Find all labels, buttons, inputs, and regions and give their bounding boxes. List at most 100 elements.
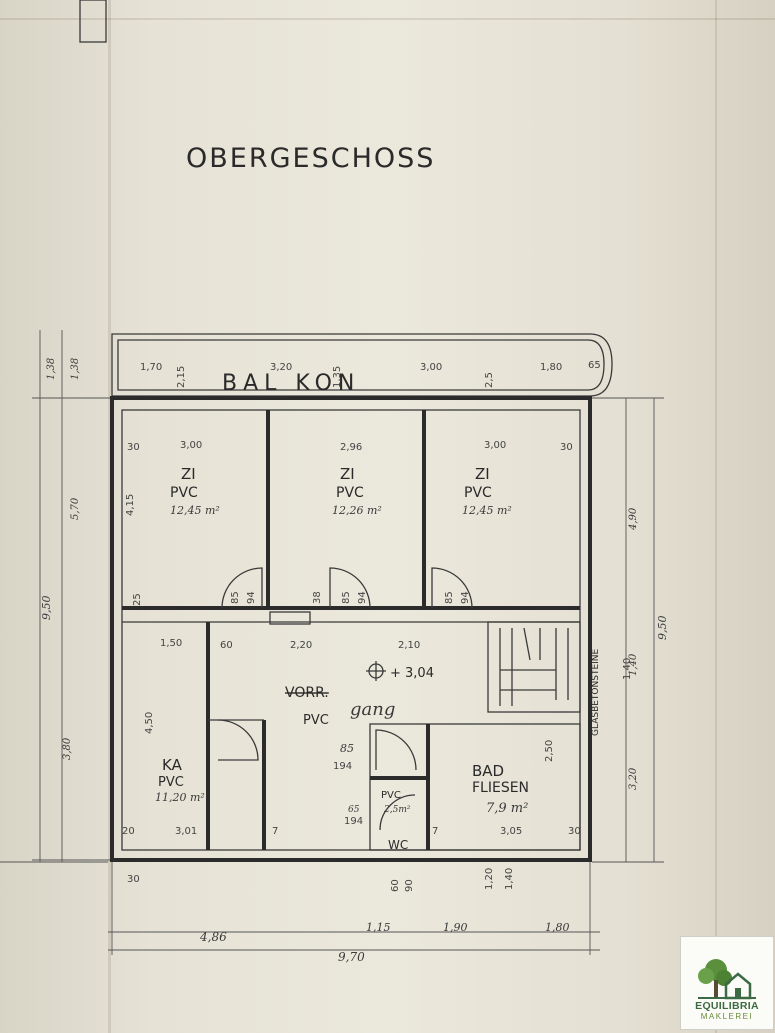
dim-balcony-1: 1,70 [140,362,162,373]
zi2-width: 2,96 [340,442,362,453]
dim-mid-7: 1,40 [504,868,515,890]
dim-left-4: 3,80 [62,737,73,760]
svg-text:85: 85 [341,591,352,604]
zi1-width: 3,00 [180,440,202,451]
stair-steps [499,627,569,706]
door-bad [375,729,417,771]
logo-sub: MAKLEREI [700,1012,754,1021]
dim-left-1: 1,38 [46,358,57,380]
dim-bottom-2: 1,15 [366,921,391,934]
hall-floor: PVC [303,713,329,728]
svg-text:2,15: 2,15 [176,366,187,388]
svg-text:85: 85 [444,591,455,604]
svg-text:30: 30 [568,826,581,837]
svg-text:7: 7 [272,826,278,837]
hall-door-h: 194 [333,761,352,772]
svg-text:38: 38 [312,591,323,604]
equilibria-logo: EQUILIBRIA MAKLEREI [680,936,774,1030]
zi3-area: 12,45 m² [462,504,512,517]
stair-label: GLASBETONSTEINE [591,648,601,736]
door-wc [379,794,416,831]
dim-mid-2: 2,20 [290,640,312,651]
dim-right-2: 1,40 [628,653,639,676]
dim-bottom-1: 4,86 [199,930,227,944]
zi1-floor: PVC [170,485,198,501]
bad-width: 3,05 [500,826,522,837]
logo-name: EQUILIBRIA [695,1000,759,1012]
dim-bottom-4: 1,80 [545,921,570,934]
staircase [487,621,581,713]
bad-area: 7,9 m² [486,801,528,816]
svg-text:1,35: 1,35 [332,366,343,388]
dim-mid-3: 2,10 [398,640,420,651]
dim-right-total-label: 9,50 [656,616,669,641]
svg-text:30: 30 [127,874,140,885]
dim-mid-1: 1,50 [160,638,182,649]
bad-name: BAD [472,762,504,780]
dim-balcony-3: 3,00 [420,362,442,373]
balcony-label: BAL KON [222,371,360,396]
hall-name-struck: VORR. [285,685,329,701]
wc-name: WC [388,838,408,852]
chimney [269,611,311,625]
zi1-height: 4,15 [125,494,136,516]
svg-text:30: 30 [127,442,140,453]
door-zi1 [221,567,263,609]
zi2-area: 12,26 m² [332,504,382,517]
wc-door: 65 [348,805,360,815]
balcony-outline [111,333,613,397]
dim-left-2: 1,38 [70,358,81,380]
door-ka [217,719,259,761]
hall-name-hand: gang [350,699,395,720]
hall-elevation: + 3,04 [390,666,434,681]
dim-balcony-4: 1,80 [540,362,562,373]
dim-bottom-3: 1,90 [443,921,468,934]
plan-title: OBERGESCHOSS [186,143,435,174]
dim-mid-6: 1,20 [484,868,495,890]
dim-bottom-total-label: 9,70 [338,950,365,964]
tree-house-icon [698,959,756,1000]
ka-area: 11,20 m² [155,791,205,804]
door-zi2 [329,567,371,609]
hall-door: 85 [340,742,354,755]
ka-name: KA [162,756,183,774]
dim-right-3: 3,20 [628,767,639,790]
ka-width: 3,01 [175,826,197,837]
svg-text:20: 20 [122,826,135,837]
svg-text:30: 30 [560,442,573,453]
svg-text:2,5: 2,5 [484,372,495,388]
wc-area: 2,5m² [383,805,411,815]
zi1-area: 12,45 m² [170,504,220,517]
wc-door-h: 194 [344,816,363,827]
zi3-floor: PVC [464,485,492,501]
dim-left-total-label: 9,50 [40,596,53,621]
wc-floor: PVC [381,790,401,801]
corner-mark [79,0,107,43]
balcony-inner [117,339,605,391]
svg-text:94: 94 [357,591,368,604]
svg-text:85: 85 [230,591,241,604]
dim-mid-4: 60 [220,640,233,651]
dim-balcony-5: 65 [588,360,601,371]
dim-balcony-2: 3,20 [270,362,292,373]
zi1-name: ZI [181,465,196,483]
bad-outline [369,723,581,851]
door-zi3 [431,567,473,609]
zi2-floor: PVC [336,485,364,501]
svg-text:94: 94 [460,591,471,604]
zi2-name: ZI [340,465,355,483]
zi3-width: 3,00 [484,440,506,451]
svg-text:60: 60 [390,879,401,892]
svg-text:94: 94 [246,591,257,604]
ka-floor: PVC [158,775,184,790]
ka-height: 4,50 [144,712,155,734]
svg-text:25: 25 [132,593,143,606]
svg-text:90: 90 [404,879,415,892]
dim-left-3: 5,70 [70,497,81,520]
outer-wall [110,396,592,862]
bad-height: 2,50 [544,740,555,762]
dim-right-1: 4,90 [628,507,639,531]
dim-mid-5: 1,40 [622,658,633,680]
bad-floor: FLIESEN [472,780,529,796]
